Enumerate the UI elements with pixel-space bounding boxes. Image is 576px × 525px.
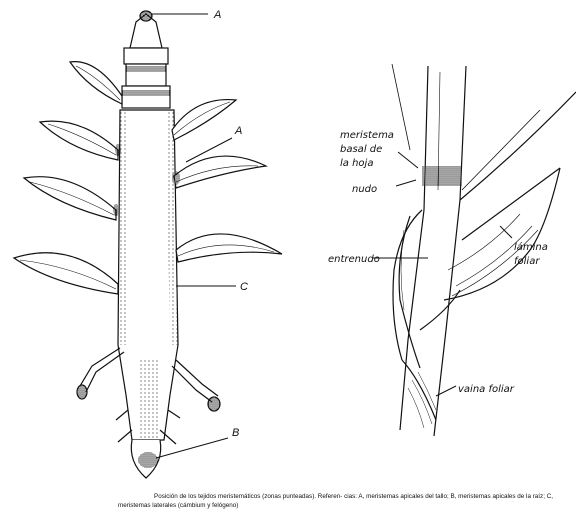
label-meristema-line3: la hoja: [340, 158, 373, 169]
label-nudo: nudo: [352, 184, 377, 195]
plant-stem-drawing: [14, 11, 282, 478]
label-meristema-line2: basal de: [340, 144, 382, 155]
label-a-lateral: A: [234, 125, 242, 137]
label-lamina-line2: foliar: [514, 256, 540, 267]
label-entrenudo: entrenudo: [328, 254, 380, 265]
figure-caption: Posición de los tejidos meristemáticos (…: [118, 492, 558, 510]
label-lamina-line1: lámina: [514, 241, 548, 253]
caption-line-2: cias: A, meristemas apicales del tallo; …: [344, 493, 553, 500]
label-vaina-foliar: vaina foliar: [458, 384, 515, 395]
caption-line-1: Posición de los tejidos meristemáticos (…: [154, 493, 342, 500]
caption-line-3: meristemas laterales (cámbium y felógeno…: [118, 502, 238, 509]
label-b: B: [232, 427, 239, 439]
label-a-apex: A: [213, 9, 221, 21]
label-meristema-line1: meristema: [340, 130, 394, 141]
label-c: C: [240, 281, 248, 293]
